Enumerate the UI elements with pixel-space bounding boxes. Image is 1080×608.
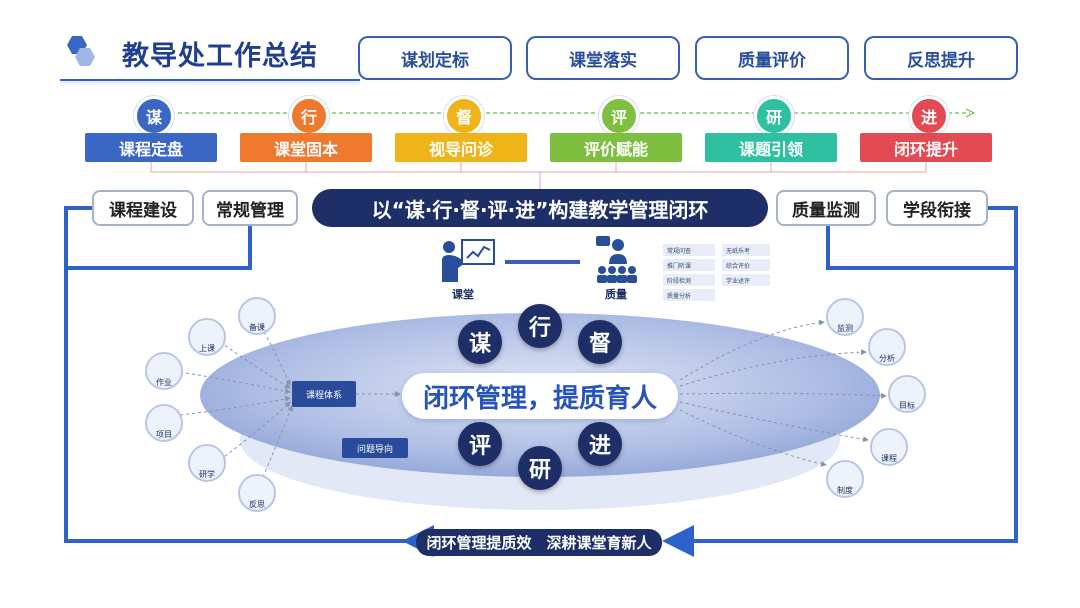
side-tab-monitoring[interactable]: 质量监测	[776, 190, 876, 226]
quality-tag: 无纸乐考	[722, 244, 770, 256]
course-system-box: 课程体系	[292, 381, 356, 407]
core-char-du: 督	[578, 320, 622, 364]
hexagon-logo-icon	[67, 36, 95, 66]
node-teach	[188, 318, 226, 356]
step-box-supervision: 视导问诊	[395, 133, 527, 162]
node-label: 作业	[156, 378, 172, 387]
step-box-research: 课题引领	[705, 133, 837, 162]
connector-lines	[150, 162, 927, 189]
node-label: 反思	[249, 500, 265, 509]
page-title: 教导处工作总结	[122, 41, 318, 72]
node-monitor	[826, 298, 864, 336]
quality-label: 质量	[605, 288, 627, 301]
main-banner: 以“谋·行·督·评·进”构建教学管理闭环	[312, 189, 768, 227]
node-reflect	[238, 474, 276, 512]
audience-icon	[596, 236, 637, 283]
tab-planning[interactable]: 谋划定标	[358, 36, 512, 80]
node-label: 监测	[837, 324, 853, 333]
quality-tag: 常规问查	[663, 244, 715, 256]
step-box-improve: 闭环提升	[860, 133, 992, 162]
step-circle-jin: 进	[909, 96, 949, 136]
outer-frame-right-top	[988, 206, 1018, 268]
node-label: 课程	[881, 454, 897, 463]
side-tab-routine[interactable]: 常规管理	[202, 190, 298, 226]
step-box-evaluation: 评价赋能	[550, 133, 682, 162]
classroom-label: 课堂	[452, 288, 474, 301]
tab-classroom[interactable]: 课堂落实	[526, 36, 680, 80]
step-circle-mou: 谋	[134, 96, 174, 136]
core-char-xing: 行	[518, 304, 562, 348]
node-analysis	[868, 328, 906, 366]
node-goal	[888, 375, 926, 413]
step-circle-xing: 行	[289, 96, 329, 136]
node-study	[188, 444, 226, 482]
quality-tag: 综合评价	[722, 259, 770, 271]
quality-tag: 学业述评	[722, 274, 770, 286]
core-char-ping: 评	[458, 422, 502, 466]
node-system	[826, 460, 864, 498]
step-circle-yan: 研	[754, 96, 794, 136]
node-homework	[145, 352, 183, 390]
teacher-board-icon	[442, 239, 495, 282]
step-circle-du: 督	[444, 96, 484, 136]
core-char-mou: 谋	[458, 320, 502, 364]
side-tab-course[interactable]: 课程建设	[92, 190, 194, 226]
node-label: 目标	[899, 401, 915, 410]
step-circle-ping: 评	[599, 96, 639, 136]
node-label: 上课	[199, 344, 215, 353]
node-label: 制度	[837, 486, 853, 495]
timeline-arrow	[965, 108, 976, 118]
node-label: 研学	[199, 470, 215, 479]
core-char-yan: 研	[518, 446, 562, 490]
node-label: 备课	[249, 323, 265, 332]
quality-tag: 推门听课	[663, 259, 715, 271]
tab-reflection[interactable]: 反思提升	[864, 36, 1018, 80]
step-box-classroom: 课堂固本	[240, 133, 372, 162]
title-underline	[60, 79, 360, 81]
core-char-jin: 进	[578, 422, 622, 466]
bottom-banner: 闭环管理提质效 深耕课堂育新人	[416, 529, 662, 556]
node-prepare	[238, 297, 276, 335]
quality-tag: 阶段检测	[663, 274, 715, 286]
node-label: 分析	[879, 354, 895, 363]
step-box-course: 课程定盘	[85, 133, 217, 162]
outer-frame-left-top	[64, 206, 92, 268]
node-curriculum	[870, 428, 908, 466]
core-slogan: 闭环管理，提质育人	[402, 373, 678, 419]
tab-quality[interactable]: 质量评价	[695, 36, 849, 80]
side-tab-transition[interactable]: 学段衔接	[886, 190, 988, 226]
problem-oriented-box: 问题导向	[342, 438, 408, 458]
node-label: 项目	[156, 430, 172, 439]
quality-tag: 质量分析	[663, 289, 715, 301]
node-project	[145, 404, 183, 442]
